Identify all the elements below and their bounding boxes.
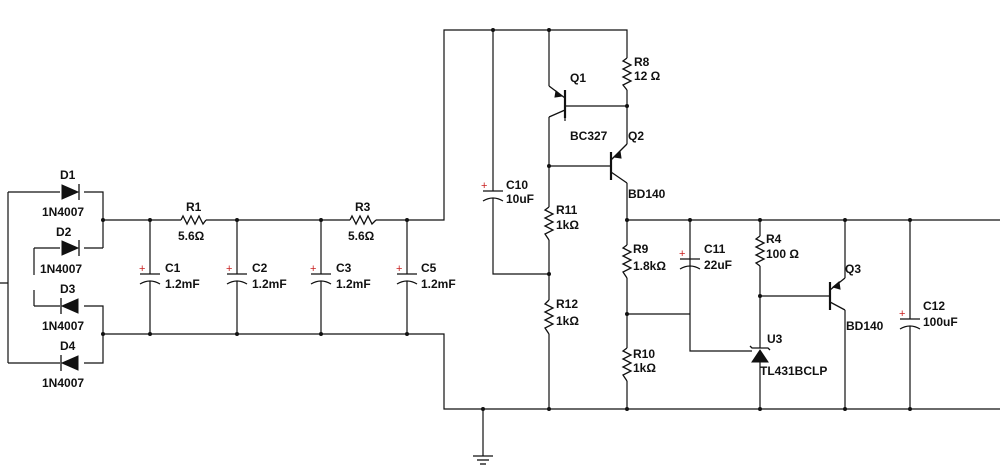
label-c2-value: 1.2mF — [252, 277, 287, 291]
label-q1-value: BC327 — [570, 129, 608, 143]
label-r3: R3 — [355, 200, 371, 214]
diode-d2 — [61, 240, 80, 256]
label-c10: C10 — [506, 178, 528, 192]
polarity-c3: + — [310, 263, 316, 275]
label-c5: C5 — [421, 261, 437, 275]
label-d1: D1 — [60, 168, 76, 182]
label-c10-value: 10uF — [506, 192, 534, 206]
resistor-r11 — [543, 206, 555, 241]
resistor-r1 — [180, 214, 207, 226]
label-c5-value: 1.2mF — [421, 277, 456, 291]
label-d1-value: 1N4007 — [42, 205, 84, 219]
label-c1: C1 — [165, 261, 181, 275]
capacitor-c5 — [396, 265, 418, 289]
ground-symbol — [473, 455, 493, 465]
label-d2: D2 — [56, 225, 72, 239]
polarity-c11: + — [679, 248, 685, 260]
label-c11: C11 — [704, 242, 726, 256]
capacitor-c11 — [679, 220, 701, 270]
label-r4-value: 100 Ω — [766, 247, 799, 261]
transistor-q2 — [609, 143, 628, 184]
resistor-r3 — [349, 214, 377, 226]
label-r9: R9 — [633, 242, 649, 256]
wires — [0, 29, 1000, 456]
label-q3-value: BD140 — [846, 319, 884, 333]
capacitor-c10 — [482, 182, 504, 207]
transistor-q1 — [548, 85, 567, 118]
diode-d1 — [61, 184, 80, 200]
label-r10-value: 1kΩ — [633, 361, 656, 375]
label-c12: C12 — [923, 299, 945, 313]
label-r4: R4 — [766, 232, 782, 246]
label-r8: R8 — [634, 55, 650, 69]
label-r9-value: 1.8kΩ — [633, 259, 666, 273]
label-r10: R10 — [633, 347, 655, 361]
label-r11: R11 — [556, 203, 578, 217]
label-u3-value: TL431BCLP — [760, 364, 827, 378]
polarity-c1: + — [139, 263, 145, 275]
polarity-c10: + — [481, 180, 487, 192]
polarity-c2: + — [226, 263, 232, 275]
polarity-c12: + — [899, 308, 905, 320]
label-r11-value: 1kΩ — [556, 218, 579, 232]
resistor-r8 — [621, 57, 633, 91]
label-c12-value: 100uF — [923, 315, 958, 329]
capacitor-c3 — [310, 265, 332, 289]
label-u3: U3 — [767, 332, 783, 346]
label-r8-value: 12 Ω — [634, 69, 661, 83]
component-labels: D1 1N4007 D2 1N4007 D3 1N4007 D4 1N4007 … — [40, 55, 958, 390]
label-r12-value: 1kΩ — [556, 314, 579, 328]
label-r12: R12 — [556, 297, 578, 311]
label-c1-value: 1.2mF — [165, 277, 200, 291]
shunt-regulator-u3 — [749, 342, 771, 363]
capacitor-c12 — [899, 310, 921, 334]
label-q3: Q3 — [845, 262, 861, 276]
junction-dots — [101, 28, 912, 411]
resistor-r9 — [621, 244, 633, 279]
label-c3: C3 — [336, 261, 352, 275]
label-c11-value: 22uF — [704, 258, 732, 272]
label-d3: D3 — [60, 282, 76, 296]
label-d3-value: 1N4007 — [42, 319, 84, 333]
resistor-r10 — [621, 347, 633, 382]
label-d4: D4 — [60, 339, 76, 353]
capacitor-c2 — [226, 265, 248, 289]
transistor-q3 — [828, 277, 846, 311]
label-q2: Q2 — [628, 129, 644, 143]
label-r1-value: 5.6Ω — [178, 229, 205, 243]
label-c2: C2 — [252, 261, 268, 275]
label-r1: R1 — [186, 200, 202, 214]
capacitor-c1 — [139, 265, 161, 289]
label-q1: Q1 — [570, 71, 586, 85]
label-d4-value: 1N4007 — [42, 376, 84, 390]
resistor-r12 — [543, 299, 555, 335]
label-c3-value: 1.2mF — [336, 277, 371, 291]
diode-d4 — [60, 355, 79, 371]
polarity-marks: + + + + + + + — [139, 180, 905, 320]
label-r3-value: 5.6Ω — [348, 229, 375, 243]
polarity-c5: + — [396, 263, 402, 275]
resistor-r4 — [754, 235, 766, 267]
label-q2-value: BD140 — [628, 187, 666, 201]
diode-d3 — [60, 298, 79, 314]
label-d2-value: 1N4007 — [40, 262, 82, 276]
